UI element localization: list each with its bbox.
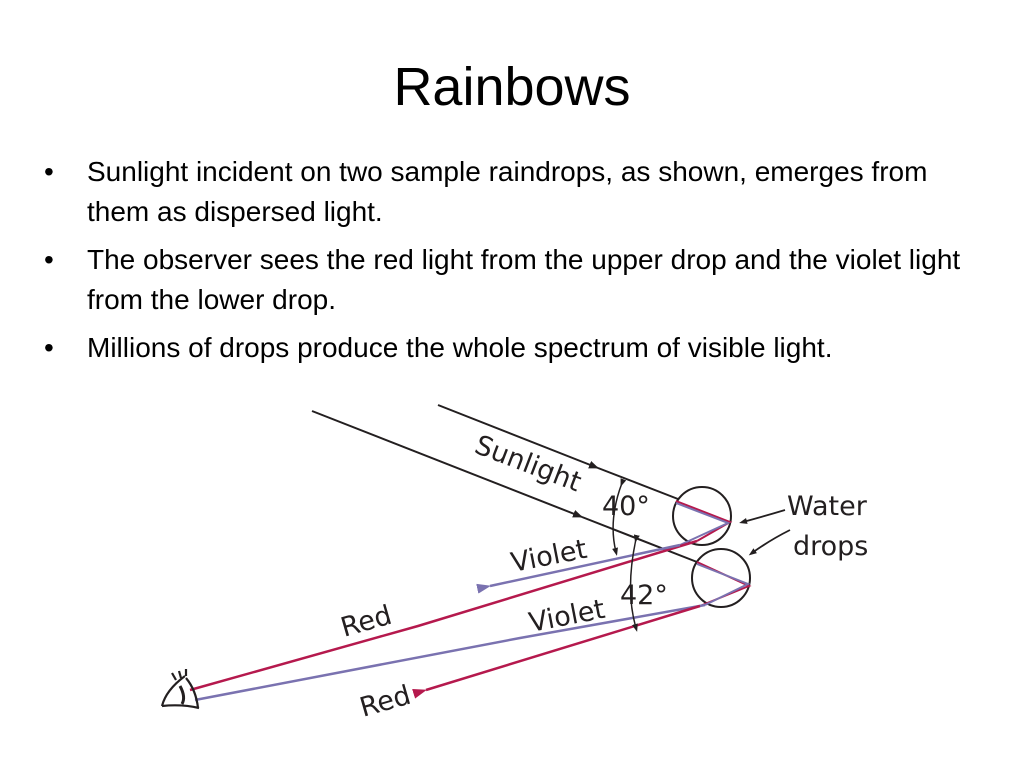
violet-ray-upper <box>476 543 681 594</box>
angle-arc-42 <box>629 534 640 632</box>
bullet-text: Sunlight incident on two sample raindrop… <box>87 156 928 227</box>
upper-drop-violet-path <box>675 502 731 546</box>
violet-ray-to-eye <box>194 603 706 702</box>
bullet-item: • Millions of drops produce the whole sp… <box>44 328 964 368</box>
angle-40-label: 40° <box>602 491 650 522</box>
water-drop-lower <box>691 548 751 608</box>
sunlight-ray-lower <box>311 410 583 518</box>
violet-upper-label: Violet <box>508 534 589 579</box>
sunlight-ray-lower-cont <box>581 516 698 563</box>
sunlight-ray-upper-cont <box>597 467 679 500</box>
water-drop-upper <box>672 486 732 546</box>
bullet-item: • Sunlight incident on two sample raindr… <box>44 152 964 232</box>
water-drops-label-line2: drops <box>793 531 868 562</box>
slide-title: Rainbows <box>393 57 631 117</box>
red-bottom-label: Red <box>356 680 414 724</box>
bullet-text: The observer sees the red light from the… <box>87 244 961 315</box>
water-drops-pointer-upper <box>739 509 786 524</box>
eye-icon <box>160 669 200 710</box>
bullet-list: • Sunlight incident on two sample raindr… <box>44 152 964 376</box>
bullet-marker: • <box>44 156 54 187</box>
water-drops-pointer-lower <box>748 529 791 556</box>
bullet-text: Millions of drops produce the whole spec… <box>87 332 833 363</box>
violet-lower-label: Violet <box>526 594 607 639</box>
bullet-marker: • <box>44 332 54 363</box>
upper-drop-red-path <box>675 500 733 542</box>
lower-drop-violet-path <box>696 563 751 606</box>
red-left-label: Red <box>337 600 395 644</box>
red-ray-lower <box>412 604 701 699</box>
angle-arc-40 <box>612 478 627 556</box>
bullet-marker: • <box>44 244 54 275</box>
water-drops-label-line1: Water <box>787 491 868 522</box>
red-ray-to-eye <box>189 539 698 692</box>
sunlight-ray-upper <box>437 404 599 469</box>
bullet-item: • The observer sees the red light from t… <box>44 240 964 320</box>
angle-42-label: 42° <box>620 580 668 611</box>
